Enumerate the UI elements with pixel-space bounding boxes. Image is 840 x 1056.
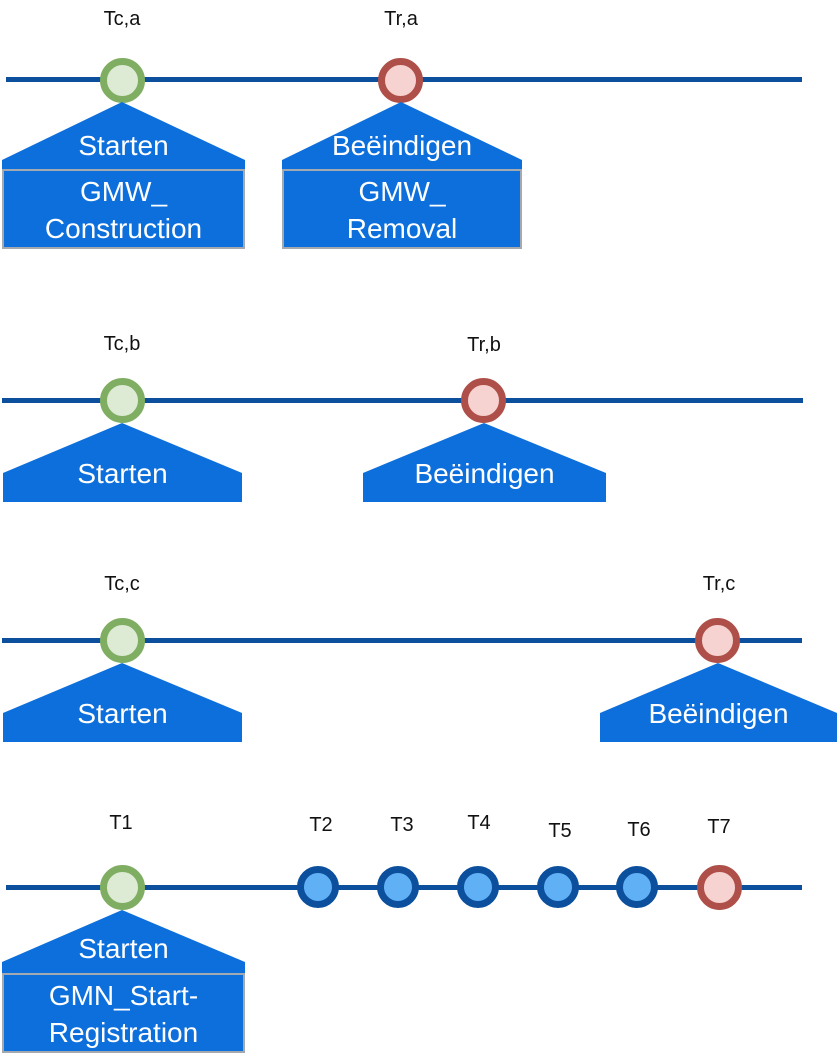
flag-box: GMW_ Construction xyxy=(2,169,245,249)
end-marker xyxy=(461,378,506,423)
start-marker xyxy=(100,378,145,423)
pennant-shape xyxy=(282,102,522,169)
start-marker xyxy=(100,618,145,663)
flag-box: GMW_ Removal xyxy=(282,169,522,249)
marker-label: T7 xyxy=(707,816,731,838)
marker-label: T6 xyxy=(627,819,651,841)
timeline-axis xyxy=(2,398,803,403)
start-marker xyxy=(100,58,145,103)
marker-label: Tr,a xyxy=(384,8,418,30)
end-marker xyxy=(697,865,742,910)
timeline-axis xyxy=(2,638,802,643)
marker-label: T4 xyxy=(467,812,491,834)
event-marker xyxy=(377,866,419,908)
pennant-label: Beëindigen xyxy=(648,698,789,729)
pennant-shape xyxy=(600,663,837,742)
marker-label: T1 xyxy=(109,812,133,834)
flag-starten: Starten GMN_Start- Registration xyxy=(2,910,245,1053)
flag-starten: Starten GMW_ Construction xyxy=(2,102,245,250)
pennant-label: Beëindigen xyxy=(414,458,555,489)
marker-label: T3 xyxy=(390,814,414,836)
marker-label: T2 xyxy=(309,814,333,836)
end-marker xyxy=(695,618,740,663)
pennant-label: Starten xyxy=(78,933,169,964)
marker-label: Tc,b xyxy=(103,333,141,355)
marker-label: Tr,c xyxy=(702,573,736,595)
event-marker xyxy=(616,866,658,908)
flag-box-line: Registration xyxy=(48,1017,199,1048)
pennant-shape xyxy=(3,423,242,502)
pennant-label: Starten xyxy=(78,130,169,161)
event-marker xyxy=(457,866,499,908)
flag-box-line: Removal xyxy=(346,213,458,244)
pennant-label: Starten xyxy=(77,698,168,729)
pennant-shape xyxy=(3,663,242,742)
marker-label: T5 xyxy=(548,820,572,842)
flag-starten: Starten xyxy=(3,423,242,502)
flag-box-line: GMW_ xyxy=(79,176,168,207)
pennant-shape xyxy=(2,102,245,169)
pennant-label: Beëindigen xyxy=(331,130,473,161)
marker-label: Tc,a xyxy=(103,8,141,30)
pennant-label: Starten xyxy=(77,458,168,489)
pennant-shape xyxy=(363,423,606,502)
end-marker xyxy=(378,58,423,103)
flag-box-line: GMN_Start- xyxy=(48,980,199,1011)
flag-beeindigen: Beëindigen xyxy=(363,423,606,502)
marker-label: Tc,c xyxy=(104,573,140,595)
start-marker xyxy=(100,865,145,910)
flag-beeindigen: Beëindigen GMW_ Removal xyxy=(282,102,522,250)
event-marker xyxy=(537,866,579,908)
flag-starten: Starten xyxy=(3,663,242,742)
flag-box-line: GMW_ xyxy=(358,176,446,207)
marker-label: Tr,b xyxy=(467,334,501,356)
event-marker xyxy=(297,866,339,908)
pennant-shape xyxy=(2,910,245,973)
flag-box-line: Construction xyxy=(44,213,203,244)
flag-beeindigen: Beëindigen xyxy=(600,663,837,742)
flag-box: GMN_Start- Registration xyxy=(2,973,245,1053)
